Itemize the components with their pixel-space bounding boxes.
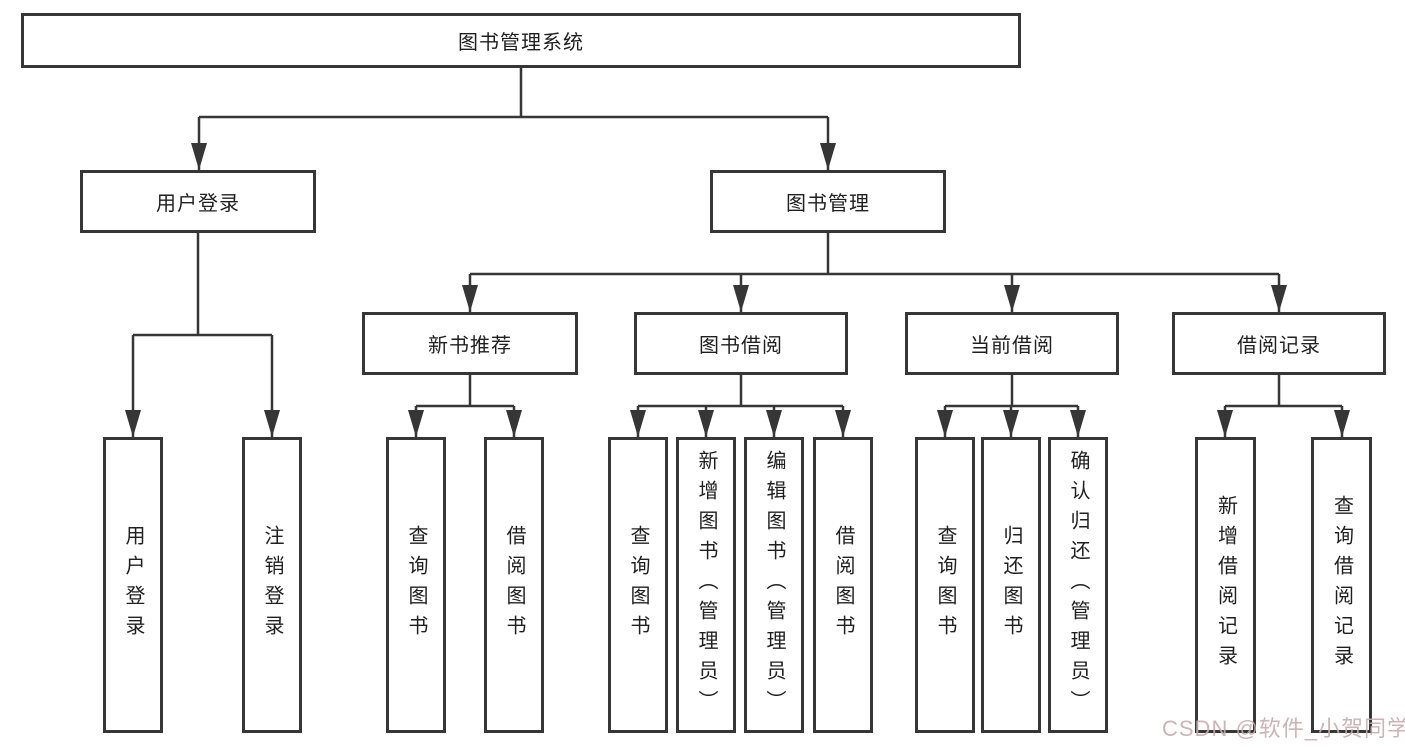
node-label: 用户登录 — [156, 193, 240, 215]
leaf-edit-books-admin: 编辑图书（管理员） — [744, 437, 804, 733]
node-current-borrowing: 当前借阅 — [905, 312, 1119, 375]
node-book-borrowing: 图书借阅 — [634, 312, 848, 375]
node-label: 图书管理 — [786, 193, 870, 215]
node-label: 新书推荐 — [428, 335, 512, 357]
leaf-add-borrow-record: 新增借阅记录 — [1195, 437, 1256, 733]
leaf-logout: 注销登录 — [242, 437, 302, 733]
arrowhead — [1271, 285, 1287, 312]
leaf-query-books-recommend: 查询图书 — [386, 437, 446, 733]
node-label: 新增借阅记录 — [1214, 495, 1237, 675]
csdn-watermark: CSDN @软件_小贺同学 — [1162, 716, 1405, 741]
node-label: 当前借阅 — [970, 335, 1054, 357]
arrowhead — [1004, 285, 1020, 312]
node-library-management-system: 图书管理系统 — [21, 13, 1021, 68]
connector-book-management — [462, 233, 1287, 312]
leaf-query-books-current: 查询图书 — [915, 437, 975, 733]
leaf-borrow-books: 借阅图书 — [813, 437, 873, 733]
connector-user-login — [125, 233, 280, 437]
node-borrowing-records: 借阅记录 — [1172, 312, 1386, 375]
node-label: 查询图书 — [934, 525, 956, 645]
connector-current-borrowing — [937, 375, 1086, 437]
leaf-query-borrow-record: 查询借阅记录 — [1311, 437, 1372, 733]
arrowhead — [766, 410, 782, 437]
arrowhead — [1217, 410, 1233, 437]
node-label: 注销登录 — [261, 525, 283, 645]
arrowhead — [630, 410, 646, 437]
arrowhead — [1070, 410, 1086, 437]
node-new-book-recommend: 新书推荐 — [362, 312, 578, 375]
connector-new-book-recommend — [408, 375, 522, 437]
node-label: 确认归还（管理员） — [1067, 450, 1089, 720]
node-label: 借阅记录 — [1237, 335, 1321, 357]
node-label: 查询图书 — [627, 525, 649, 645]
node-label: 新增图书（管理员） — [695, 450, 717, 720]
connector-borrowing-records — [1217, 375, 1350, 437]
arrowhead — [125, 410, 141, 437]
node-label: 图书管理系统 — [458, 32, 584, 54]
arrowhead — [462, 285, 478, 312]
node-label: 用户登录 — [122, 525, 144, 645]
node-label: 编辑图书（管理员） — [763, 450, 785, 720]
node-user-login: 用户登录 — [80, 170, 316, 233]
arrowhead — [506, 410, 522, 437]
leaf-return-books: 归还图书 — [981, 437, 1041, 733]
arrowhead — [820, 143, 836, 170]
arrowhead — [937, 410, 953, 437]
arrowhead — [733, 285, 749, 312]
connector-book-borrowing — [630, 375, 851, 437]
node-book-management: 图书管理 — [710, 170, 946, 233]
leaf-query-books-borrowing: 查询图书 — [608, 437, 668, 733]
arrowhead — [1334, 410, 1350, 437]
leaf-confirm-return-admin: 确认归还（管理员） — [1048, 437, 1108, 733]
node-label: 图书借阅 — [699, 335, 783, 357]
connector-root — [191, 68, 836, 170]
arrowhead — [835, 410, 851, 437]
leaf-add-books-admin: 新增图书（管理员） — [676, 437, 736, 733]
node-label: 借阅图书 — [503, 525, 525, 645]
arrowhead — [1003, 410, 1019, 437]
node-label: 借阅图书 — [832, 525, 854, 645]
arrowhead — [408, 410, 424, 437]
node-label: 归还图书 — [1000, 525, 1022, 645]
arrowhead — [264, 410, 280, 437]
leaf-user-login: 用户登录 — [103, 437, 163, 733]
arrowhead — [698, 410, 714, 437]
node-label: 查询借阅记录 — [1330, 495, 1353, 675]
node-label: 查询图书 — [405, 525, 427, 645]
arrowhead — [191, 143, 207, 170]
leaf-borrow-books-recommend: 借阅图书 — [484, 437, 544, 733]
